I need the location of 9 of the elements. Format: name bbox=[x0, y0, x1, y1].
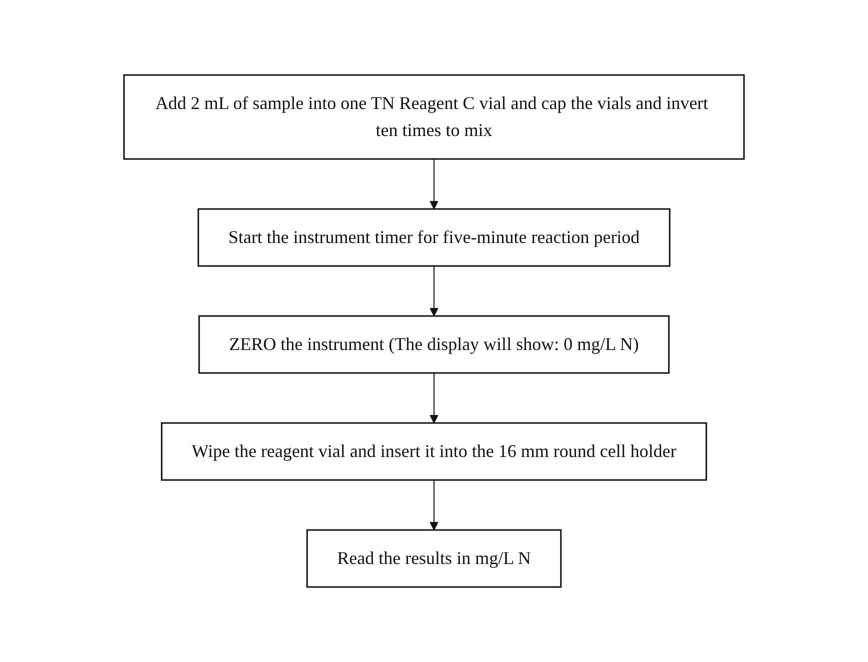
arrow bbox=[430, 372, 438, 424]
node-box: Read the results in mg/L N bbox=[306, 529, 562, 588]
node-box: ZERO the instrument (The display will show: 0 mg/L N) bbox=[198, 315, 670, 374]
node-box: Start the instrument timer for five-minute reaction period bbox=[198, 208, 670, 267]
node-box: Add 2 mL of sample into one TN Reagent C vial and cap the vials and invert ten times to mix bbox=[123, 74, 745, 160]
node-box: Wipe the reagent vial and insert it into the 16 mm round cell holder bbox=[160, 422, 708, 481]
arrow bbox=[430, 480, 438, 530]
arrow bbox=[430, 266, 438, 316]
arrow bbox=[430, 158, 438, 210]
